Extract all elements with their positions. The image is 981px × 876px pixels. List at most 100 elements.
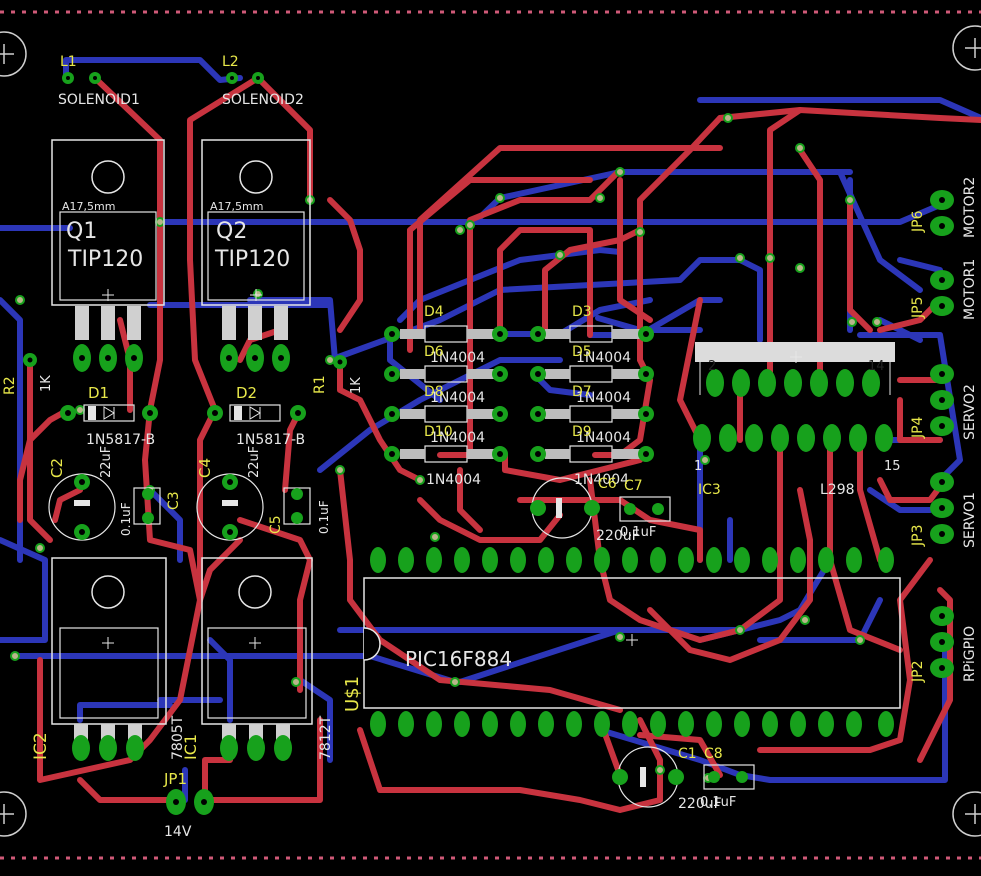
jp5-value-label: MOTOR1: [962, 259, 978, 320]
d5-id-label: D5: [572, 344, 592, 360]
r2-value-label: 1K: [39, 375, 54, 392]
d3-id-label: D3: [572, 304, 592, 320]
c3-value-label: 0.1uF: [119, 502, 133, 536]
q1-package-label: A17,5mm: [62, 200, 115, 213]
q2-package-label: A17,5mm: [210, 200, 263, 213]
mounting-holes: [0, 25, 981, 837]
c3-id-label: C3: [166, 491, 182, 510]
connector-jp1: JP1 14V: [163, 770, 214, 840]
l298-row-bottom-pads: [693, 424, 893, 452]
d7-id-label: D7: [572, 384, 592, 400]
origin-markers: [102, 289, 802, 649]
resistor-r2: R2 1K: [2, 353, 54, 395]
l1-id-label: L1: [60, 54, 77, 70]
c6-value-label: 220uF: [596, 528, 640, 544]
d9-value-label: 1N4004: [574, 472, 629, 488]
capacitor-c1: C1 220uF: [612, 746, 722, 812]
u1-bottom-pins: [370, 711, 894, 737]
resistor-r1: R1 1K: [312, 355, 364, 394]
l2-id-label: L2: [222, 54, 239, 70]
diode-array-leads: [400, 329, 644, 459]
d1-id-label: D1: [88, 384, 109, 402]
ic3-id-label: IC3: [698, 482, 721, 498]
r1-value-label: 1K: [349, 377, 364, 394]
ic1-id-label: IC1: [181, 734, 200, 760]
c5-id-label: C5: [268, 515, 284, 534]
d2-value-label: 1N5817-B: [236, 432, 305, 448]
ic1-value-label: 7812T: [318, 715, 334, 760]
capacitor-c6: C6 220uF: [530, 476, 640, 544]
c5-value-label: 0.1uF: [317, 500, 331, 534]
u1-value-label: PIC16F884: [405, 647, 512, 671]
l298-pin1-label: 1: [694, 459, 702, 474]
header-jp5: JP5 MOTOR1: [910, 259, 978, 320]
regulator-ic1: 7812T: [201, 557, 334, 761]
d8-value-label: 1N4004: [430, 430, 485, 446]
header-jp3: JP3 SERVO1: [910, 472, 978, 548]
c1-id-label: C1: [678, 746, 697, 762]
d9-id-label: D9: [572, 424, 592, 440]
c8-id-label: C8: [704, 746, 723, 762]
u1-top-pins: [370, 547, 894, 573]
c6-id-label: C6: [598, 476, 617, 492]
c2-value-label: 22uF: [99, 446, 114, 478]
jp2-value-label: RPiGPIO: [962, 626, 978, 682]
board-outline: [0, 10, 981, 860]
top-copper-traces: [17, 75, 981, 813]
header-jp2: JP2 RPiGPIO: [910, 606, 978, 683]
ic1-id-label-group: IC1: [181, 734, 200, 760]
jp1-value-label: 14V: [164, 824, 192, 840]
u1-id-label: U$1: [342, 676, 363, 712]
d3-value-label: 1N4004: [576, 350, 631, 366]
c7-value-label: 0.1uF: [620, 525, 656, 540]
q1-value-label: TIP120: [67, 247, 143, 272]
solenoid-l1: L1 SOLENOID1: [58, 54, 140, 108]
transistor-q1: A17,5mm Q1 TIP120: [51, 139, 165, 372]
d4-value-label: 1N4004: [430, 350, 485, 366]
r1-id-label: R1: [312, 375, 328, 394]
c7-id-label: C7: [624, 478, 643, 494]
capacitor-c4: C4 22uF: [196, 446, 264, 541]
c8-value-label: 0.1uF: [700, 795, 736, 810]
d6-value-label: 1N4004: [430, 390, 485, 406]
d10-value-label: 1N4004: [426, 472, 481, 488]
jp6-id-label: JP6: [910, 210, 926, 233]
ic2-value-label: 7805T: [170, 715, 186, 760]
d8-id-label: D8: [424, 384, 444, 400]
c1-value-label: 220uF: [678, 796, 722, 812]
c4-value-label: 22uF: [247, 446, 262, 478]
capacitor-c3: C3 0.1uF: [119, 487, 182, 536]
d5-value-label: 1N4004: [576, 390, 631, 406]
c4-id-label: C4: [196, 458, 214, 478]
jp3-value-label: SERVO1: [962, 492, 978, 548]
header-jp4: JP4 SERVO2: [910, 364, 978, 440]
d1-value-label: 1N5817-B: [86, 432, 155, 448]
l298-row-top-pads: [706, 369, 880, 397]
l1-value-label: SOLENOID1: [58, 92, 140, 108]
diode-d1: D1 1N5817-B: [60, 384, 158, 448]
jp5-id-label: JP5: [910, 297, 926, 319]
regulator-ic2: IC2 7805T: [31, 557, 186, 761]
diode-array-labels: D4 1N4004 D6 1N4004 D8 1N4004 D10 1N4004…: [424, 304, 631, 488]
jp4-value-label: SERVO2: [962, 384, 978, 440]
solenoid-l2: L2 SOLENOID2: [222, 54, 304, 108]
jp1-id-label: JP1: [163, 770, 187, 788]
jp4-id-label: JP4: [910, 416, 926, 439]
transistor-q2: A17,5mm Q2 TIP120: [201, 139, 311, 372]
header-jp6: JP6 MOTOR2: [910, 177, 978, 238]
ic2-id-label: IC2: [31, 732, 51, 760]
d2-id-label: D2: [236, 384, 257, 402]
l298-pin2-label: 2: [708, 359, 716, 374]
motor-driver-ic3: 2 14 1 15 IC3 L298: [693, 342, 901, 498]
jp3-id-label: JP3: [910, 525, 926, 547]
d4-id-label: D4: [424, 304, 444, 320]
microcontroller-u1: PIC16F884 U$1: [342, 547, 901, 737]
r2-id-label: R2: [2, 376, 18, 395]
vias: [10, 113, 882, 783]
jp2-id-label: JP2: [910, 661, 926, 683]
q2-id-label: Q2: [216, 219, 247, 244]
diode-array-holes: [389, 331, 649, 457]
c2-id-label: C2: [48, 458, 66, 478]
q1-id-label: Q1: [66, 219, 97, 244]
